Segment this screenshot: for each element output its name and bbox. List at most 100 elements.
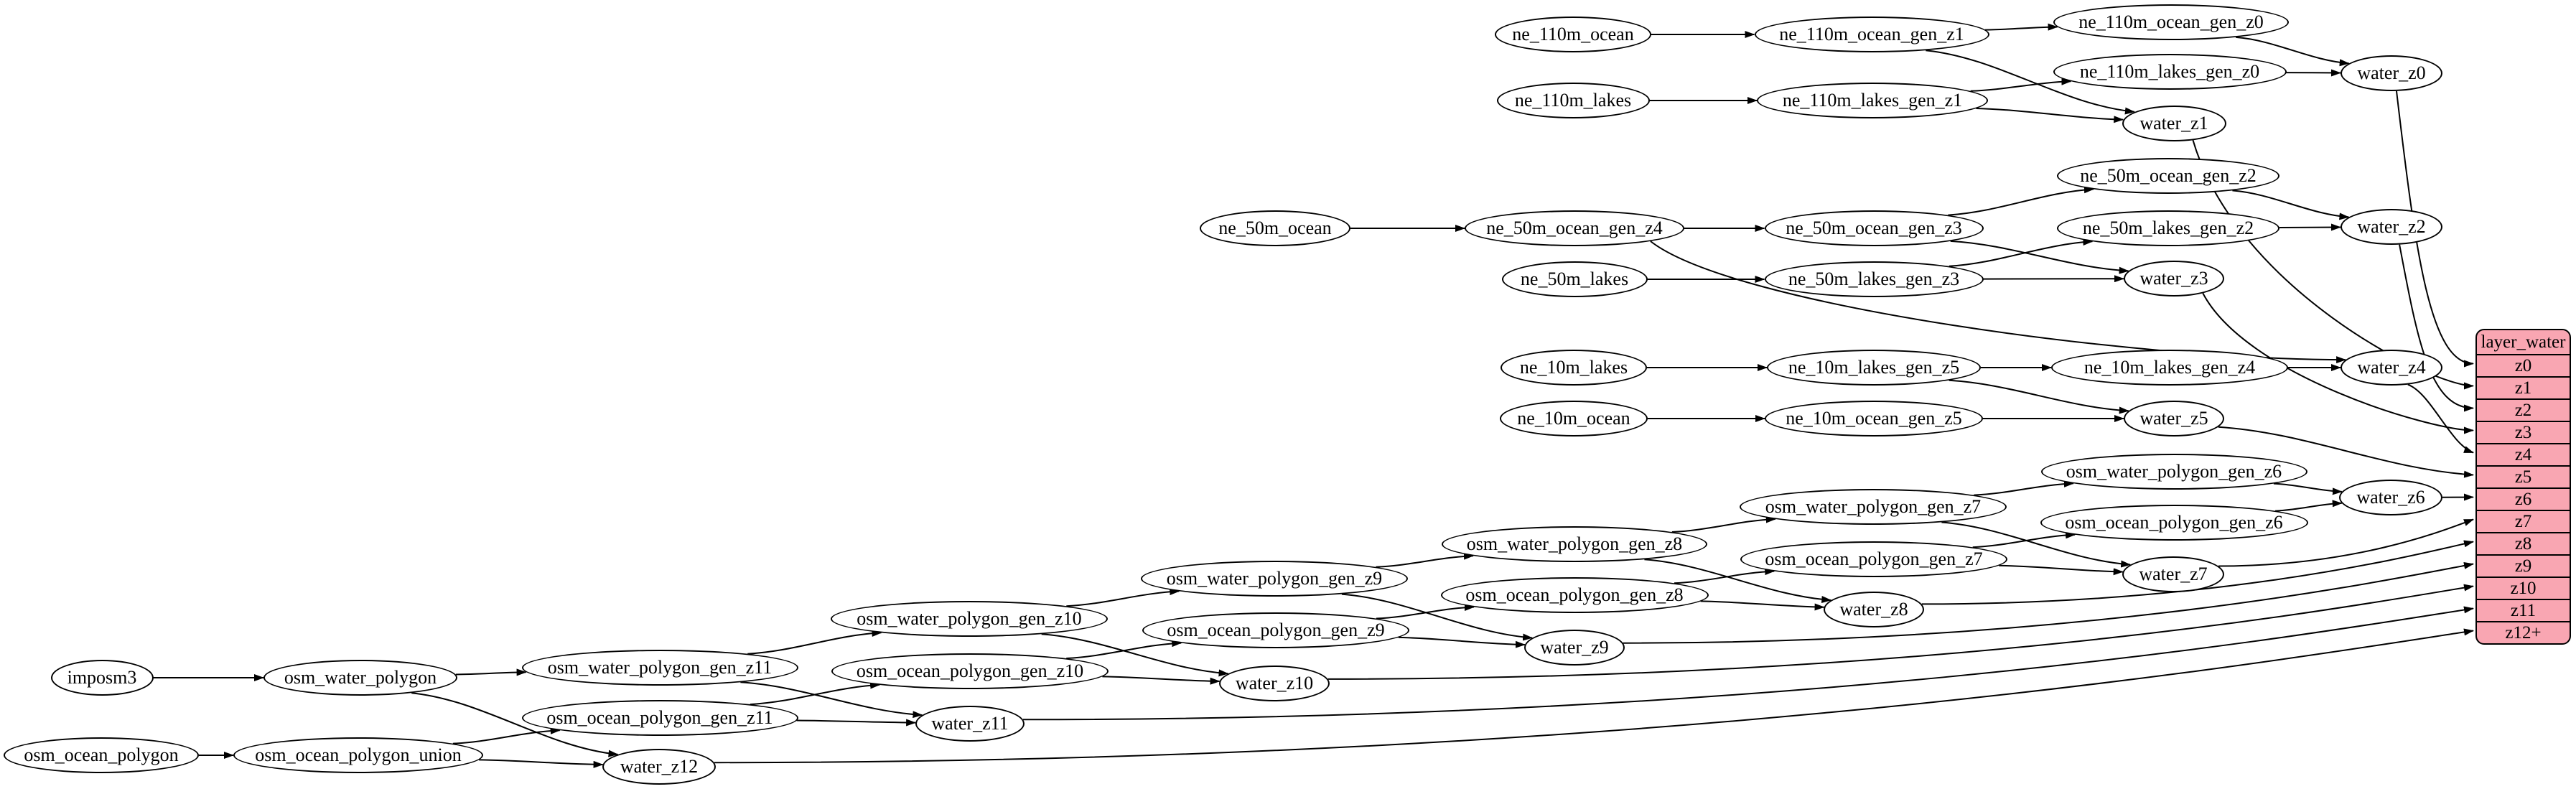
node-label: osm_water_polygon_gen_z6 (2066, 461, 2282, 482)
edge-ne_110m_ocean_gen_z0-to-water_z0 (2236, 36, 2350, 67)
node-ne_110m_lakes_gen_z1: ne_110m_lakes_gen_z1 (1757, 83, 1988, 118)
node-label: ne_10m_lakes_gen_z4 (2083, 357, 2256, 378)
node-water_z4: water_z4 (2341, 350, 2442, 386)
edge-water_z8-to-z8 (1921, 540, 2474, 605)
table-row-z3: z3 (2477, 421, 2570, 443)
edge-water_z10-to-z10 (1327, 584, 2474, 680)
node-water_z9: water_z9 (1524, 630, 1625, 666)
node-ne_10m_lakes_gen_z5: ne_10m_lakes_gen_z5 (1767, 350, 1981, 386)
node-label: osm_water_polygon (284, 667, 437, 688)
edge-osm_ocean_polygon_union-to-osm_ocean_polygon_gen_z11 (452, 727, 561, 744)
node-label: water_z4 (2357, 357, 2426, 378)
node-ne_110m_ocean_gen_z0: ne_110m_ocean_gen_z0 (2053, 4, 2289, 40)
node-osm_water_polygon: osm_water_polygon (263, 660, 457, 696)
node-label: water_z2 (2357, 216, 2426, 237)
node-label: ne_110m_ocean_gen_z0 (2078, 11, 2264, 32)
edge-osm_ocean_polygon_gen_z9-to-osm_ocean_polygon_gen_z8 (1376, 604, 1475, 620)
node-water_z8: water_z8 (1824, 592, 1924, 627)
node-label: osm_ocean_polygon_union (255, 744, 462, 765)
node-label: osm_water_polygon_gen_z10 (857, 608, 1082, 629)
edge-water_z7-to-z7 (2218, 518, 2474, 567)
node-osm_ocean_polygon_gen_z9: osm_ocean_polygon_gen_z9 (1142, 612, 1409, 648)
edge-osm_ocean_polygon_union-to-water_z12 (479, 759, 604, 768)
edge-osm_water_polygon_gen_z10-to-osm_water_polygon_gen_z9 (1066, 588, 1180, 607)
table-row-z0: z0 (2477, 354, 2570, 376)
node-label: osm_ocean_polygon_gen_z9 (1167, 620, 1385, 640)
node-label: ne_50m_ocean_gen_z4 (1486, 218, 1663, 238)
table-row-z4: z4 (2477, 443, 2570, 465)
edge-osm_ocean_polygon_gen_z7-to-osm_ocean_polygon_gen_z6 (1972, 531, 2076, 548)
node-label: ne_110m_lakes (1514, 90, 1632, 111)
node-water_z12: water_z12 (602, 749, 716, 785)
node-ne_10m_ocean_gen_z5: ne_10m_ocean_gen_z5 (1765, 401, 1983, 436)
node-ne_10m_lakes: ne_10m_lakes (1501, 350, 1647, 386)
edge-ne_110m_lakes_gen_z1-to-ne_110m_lakes_gen_z0 (1970, 78, 2072, 92)
node-water_z0: water_z0 (2341, 55, 2442, 91)
node-label: water_z6 (2356, 487, 2425, 508)
node-label: ne_50m_lakes_gen_z2 (2082, 218, 2254, 238)
node-osm_water_polygon_gen_z11: osm_water_polygon_gen_z11 (521, 650, 798, 686)
node-ne_50m_lakes: ne_50m_lakes (1501, 261, 1648, 297)
edge-water_z9-to-z9 (1623, 561, 2474, 644)
node-osm_ocean_polygon_gen_z7: osm_ocean_polygon_gen_z7 (1740, 541, 2007, 577)
node-label: osm_water_polygon_gen_z7 (1765, 496, 1982, 517)
node-osm_water_polygon_gen_z6: osm_water_polygon_gen_z6 (2040, 454, 2307, 490)
edge-osm_ocean_polygon_gen_z8-to-water_z8 (1700, 600, 1825, 611)
node-label: ne_50m_lakes_gen_z3 (1788, 269, 1960, 289)
node-label: ne_10m_lakes_gen_z5 (1788, 357, 1960, 378)
node-label: water_z12 (620, 756, 699, 777)
edge-water_z5-to-z5 (2218, 426, 2474, 478)
node-label: water_z3 (2139, 268, 2208, 289)
node-label: osm_ocean_polygon (24, 744, 179, 765)
edge-osm_ocean_polygon_gen_z8-to-osm_ocean_polygon_gen_z7 (1674, 568, 1775, 584)
node-osm_water_polygon_gen_z8: osm_water_polygon_gen_z8 (1442, 526, 1707, 562)
node-label: ne_50m_lakes (1520, 269, 1629, 289)
node-label: ne_110m_lakes_gen_z0 (2079, 61, 2260, 82)
edge-osm_ocean_polygon_gen_z9-to-water_z9 (1398, 636, 1526, 648)
edge-osm_water_polygon_gen_z8-to-osm_water_polygon_gen_z7 (1671, 515, 1776, 533)
node-imposm3: imposm3 (50, 660, 154, 696)
node-label: ne_10m_ocean (1517, 408, 1630, 429)
node-osm_ocean_polygon_gen_z6: osm_ocean_polygon_gen_z6 (2040, 505, 2308, 541)
table-row-z8: z8 (2477, 532, 2570, 554)
node-ne_50m_lakes_gen_z3: ne_50m_lakes_gen_z3 (1764, 261, 1984, 297)
edge-ne_110m_lakes_gen_z1-to-water_z1 (1976, 108, 2124, 123)
edge-ne_50m_ocean_gen_z2-to-water_z2 (2232, 190, 2350, 220)
edge-ne_110m_ocean_gen_z1-to-ne_110m_ocean_gen_z0 (1984, 23, 2058, 31)
node-osm_ocean_polygon_gen_z10: osm_ocean_polygon_gen_z10 (831, 653, 1109, 689)
table-header: layer_water (2481, 332, 2566, 352)
table-row-z10: z10 (2477, 576, 2570, 599)
node-label: osm_ocean_polygon_gen_z11 (546, 707, 773, 728)
node-osm_ocean_polygon_gen_z11: osm_ocean_polygon_gen_z11 (521, 700, 798, 736)
node-label: osm_water_polygon_gen_z8 (1466, 533, 1683, 554)
table-row-z1: z1 (2477, 376, 2570, 398)
edge-osm_water_polygon_gen_z6-to-water_z6 (2273, 482, 2343, 495)
table-row-z6: z6 (2477, 487, 2570, 510)
node-label: water_z10 (1235, 673, 1314, 694)
edge-ne_50m_lakes_gen_z3-to-ne_50m_lakes_gen_z2 (1949, 238, 2094, 267)
node-osm_water_polygon_gen_z9: osm_water_polygon_gen_z9 (1141, 561, 1408, 597)
edge-water_z12-to-z12+ (714, 628, 2474, 764)
edge-osm_ocean_polygon_gen_z10-to-water_z10 (1102, 676, 1221, 685)
node-water_z5: water_z5 (2124, 401, 2224, 436)
node-ne_50m_ocean: ne_50m_ocean (1200, 210, 1350, 246)
node-water_z10: water_z10 (1219, 666, 1330, 701)
node-water_z2: water_z2 (2341, 209, 2442, 245)
node-label: osm_ocean_polygon_gen_z8 (1465, 584, 1684, 605)
edge-osm_ocean_polygon_gen_z11-to-water_z11 (796, 719, 917, 727)
node-label: ne_110m_ocean_gen_z1 (1779, 24, 1964, 45)
node-label: water_z8 (1839, 599, 1908, 620)
node-ne_50m_lakes_gen_z2: ne_50m_lakes_gen_z2 (2057, 210, 2279, 246)
node-label: water_z0 (2357, 62, 2426, 83)
table-row-z5: z5 (2477, 465, 2570, 487)
node-label: ne_10m_lakes (1519, 357, 1628, 378)
edge-ne_50m_ocean_gen_z3-to-water_z3 (1950, 240, 2129, 274)
edge-ne_50m_ocean_gen_z3-to-ne_50m_ocean_gen_z2 (1948, 186, 2094, 216)
node-osm_ocean_polygon: osm_ocean_polygon (4, 737, 199, 773)
edge-osm_water_polygon_gen_z10-to-water_z10 (1041, 633, 1229, 677)
table-row-z7: z7 (2477, 510, 2570, 532)
node-label: ne_50m_ocean_gen_z2 (2080, 165, 2257, 186)
node-ne_110m_ocean: ne_110m_ocean (1495, 17, 1651, 52)
edge-water_z3-to-z3 (2202, 292, 2474, 434)
